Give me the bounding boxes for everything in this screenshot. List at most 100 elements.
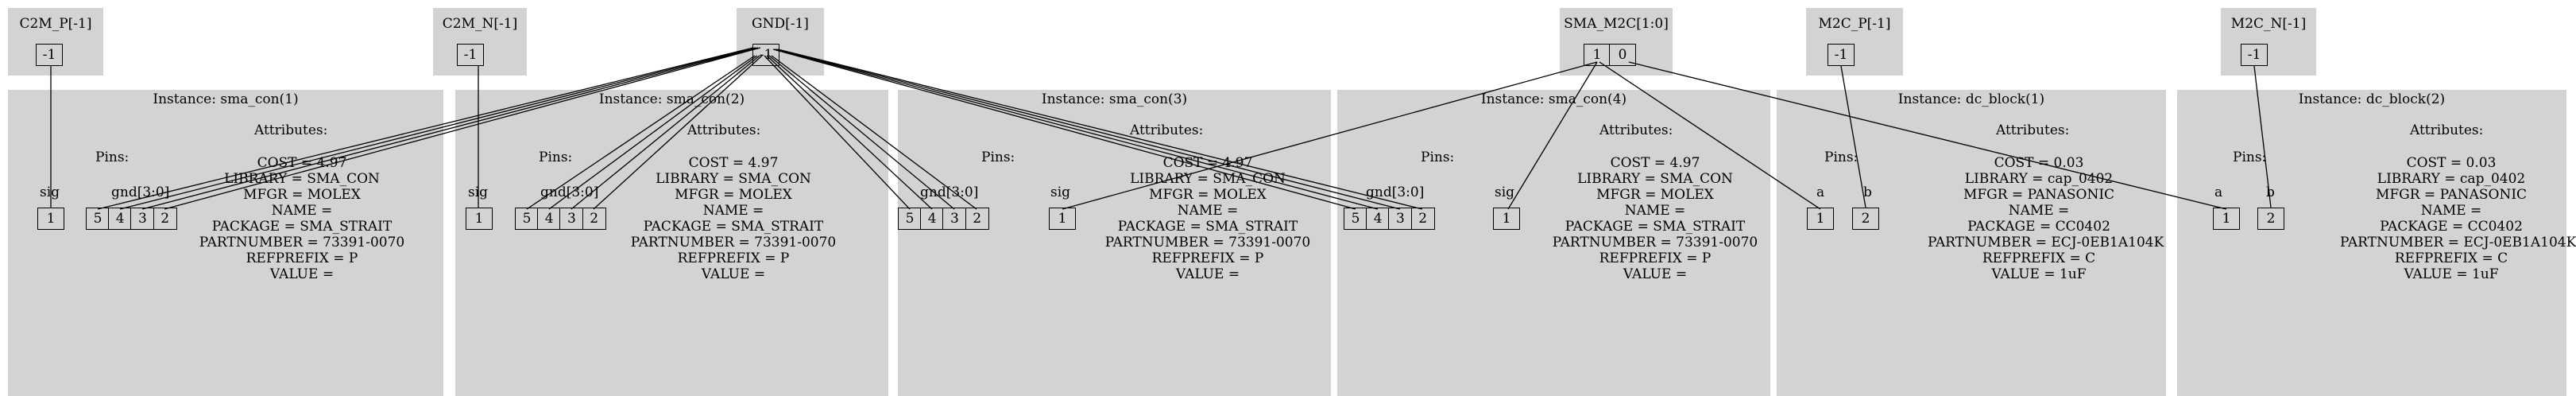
attr-partnumber: PARTNUMBER = 73391-0070 <box>630 235 837 250</box>
attributes-label: Attributes: <box>1996 122 2070 138</box>
net-title: SMA_M2C[1:0] <box>1564 16 1669 32</box>
pin-gnd[interactable]: 5 <box>86 208 110 230</box>
attr-name: NAME = <box>2420 203 2482 219</box>
net-title: C2M_P[-1] <box>19 16 92 32</box>
net-title: GND[-1] <box>752 16 809 32</box>
pin-label-gnd: gnd[3:0] <box>1366 184 1425 200</box>
attr-library: LIBRARY = cap_0402 <box>1964 171 2114 187</box>
attr-package: PACKAGE = SMA_STRAIT <box>1565 219 1746 235</box>
pin-gnd-row: 5 4 3 2 <box>898 208 989 230</box>
pin-a[interactable]: 1 <box>1807 208 1834 230</box>
net-sma-m2c: SMA_M2C[1:0] 1 0 <box>1560 8 1673 76</box>
pins-label: Pins: <box>1824 149 1859 165</box>
pin-sig[interactable]: 1 <box>1049 208 1076 230</box>
pin-label-a: a <box>2214 184 2223 200</box>
pin-a[interactable]: 1 <box>2213 208 2240 230</box>
attribute-list: COST = 0.03 LIBRARY = cap_0402 MFGR = PA… <box>2340 155 2576 282</box>
attr-partnumber: PARTNUMBER = ECJ-0EB1A104K <box>1928 235 2164 250</box>
instance-title: Instance: dc_block(1) <box>1897 91 2045 107</box>
pin-gnd[interactable]: 3 <box>942 208 967 230</box>
net-pin[interactable]: -1 <box>1828 44 1855 66</box>
attr-value: VALUE = <box>1175 266 1240 282</box>
attr-package: PACKAGE = SMA_STRAIT <box>643 219 824 235</box>
attr-name: NAME = <box>1177 203 1239 219</box>
attr-refprefix: REFPREFIX = P <box>677 250 790 266</box>
attr-value: VALUE = <box>701 266 766 282</box>
pin-label-b: b <box>2266 184 2275 200</box>
attr-mfgr: MFGR = PANASONIC <box>1963 187 2115 203</box>
pin-sig[interactable]: 1 <box>1493 208 1520 230</box>
attr-cost: COST = 4.97 <box>257 155 347 171</box>
attr-cost: COST = 4.97 <box>1610 155 1700 171</box>
attribute-list: COST = 4.97 LIBRARY = SMA_CON MFGR = MOL… <box>1104 155 1311 282</box>
pin-label-b: b <box>1863 184 1872 200</box>
attr-library: LIBRARY = SMA_CON <box>656 171 811 187</box>
pin-label-gnd: gnd[3:0] <box>111 184 170 200</box>
pins-label: Pins: <box>95 149 130 165</box>
instance-sma-con-1: Instance: sma_con(1) Attributes: Pins: s… <box>8 90 443 396</box>
pin-b[interactable]: 2 <box>2257 208 2284 230</box>
attr-mfgr: MFGR = MOLEX <box>1596 187 1714 203</box>
pin-sig[interactable]: 1 <box>37 208 64 230</box>
net-pin[interactable]: 1 <box>1584 44 1611 66</box>
pins-label: Pins: <box>981 149 1015 165</box>
pin-label-sig: sig <box>1050 184 1071 200</box>
pins-label: Pins: <box>1421 149 1455 165</box>
pin-sig[interactable]: 1 <box>466 208 493 230</box>
attr-mfgr: MFGR = MOLEX <box>1149 187 1267 203</box>
attributes-label: Attributes: <box>254 122 328 138</box>
pin-b[interactable]: 2 <box>1852 208 1879 230</box>
attr-value: VALUE = 1uF <box>1991 266 2087 282</box>
instance-dc-block-2: Instance: dc_block(2) Attributes: Pins: … <box>2177 90 2576 396</box>
attribute-list: COST = 4.97 LIBRARY = SMA_CON MFGR = MOL… <box>630 155 837 282</box>
pin-label-sig: sig <box>40 184 60 200</box>
net-pin[interactable]: -1 <box>752 44 779 66</box>
attribute-list: COST = 0.03 LIBRARY = cap_0402 MFGR = PA… <box>1928 155 2164 282</box>
pin-gnd[interactable]: 2 <box>965 208 989 230</box>
attr-library: LIBRARY = cap_0402 <box>2377 171 2526 187</box>
pin-gnd[interactable]: 5 <box>1344 208 1367 230</box>
attributes-label: Attributes: <box>2410 122 2484 138</box>
net-pin[interactable]: -1 <box>457 44 484 66</box>
pin-gnd[interactable]: 2 <box>1410 208 1435 230</box>
attr-name: NAME = <box>2008 203 2070 219</box>
attr-name: NAME = <box>702 203 764 219</box>
pin-gnd[interactable]: 4 <box>537 208 562 230</box>
pin-gnd[interactable]: 4 <box>108 208 133 230</box>
pin-gnd[interactable]: 4 <box>1366 208 1390 230</box>
attr-cost: COST = 4.97 <box>1162 155 1253 171</box>
attr-package: PACKAGE = SMA_STRAIT <box>1117 219 1298 235</box>
attr-library: LIBRARY = SMA_CON <box>224 171 380 187</box>
pin-gnd[interactable]: 3 <box>559 208 584 230</box>
instance-title: Instance: sma_con(2) <box>598 91 745 107</box>
pin-gnd[interactable]: 3 <box>130 208 155 230</box>
pin-gnd[interactable]: 3 <box>1388 208 1413 230</box>
pin-gnd[interactable]: 4 <box>920 208 945 230</box>
net-c2m-n: C2M_N[-1] -1 <box>433 8 527 76</box>
pin-label-gnd: gnd[3:0] <box>540 184 599 200</box>
attr-refprefix: REFPREFIX = C <box>1982 250 2096 266</box>
attr-refprefix: REFPREFIX = P <box>1151 250 1264 266</box>
pin-gnd[interactable]: 5 <box>515 208 539 230</box>
net-title: M2C_N[-1] <box>2230 16 2307 32</box>
instance-sma-con-4: Instance: sma_con(4) Attributes: Pins: s… <box>1337 90 1770 396</box>
instance-sma-con-2: Instance: sma_con(2) Attributes: Pins: s… <box>455 90 888 396</box>
pins-label: Pins: <box>2233 149 2267 165</box>
pin-gnd[interactable]: 2 <box>582 208 606 230</box>
attr-package: PACKAGE = CC0402 <box>2380 219 2523 235</box>
pin-gnd[interactable]: 5 <box>898 208 922 230</box>
attr-cost: COST = 4.97 <box>688 155 779 171</box>
net-m2c-n: M2C_N[-1] -1 <box>2221 8 2316 76</box>
pin-gnd-row: 5 4 3 2 <box>86 208 177 230</box>
attr-mfgr: MFGR = MOLEX <box>243 187 361 203</box>
pin-label-sig: sig <box>468 184 489 200</box>
net-pin[interactable]: -1 <box>36 44 63 66</box>
attr-cost: COST = 0.03 <box>1994 155 2084 171</box>
attr-value: VALUE = <box>269 266 335 282</box>
attr-name: NAME = <box>1624 203 1686 219</box>
net-title: M2C_P[-1] <box>1818 16 1891 32</box>
pin-gnd[interactable]: 2 <box>153 208 177 230</box>
net-pin[interactable]: 0 <box>1609 44 1636 66</box>
net-pin[interactable]: -1 <box>2241 44 2268 66</box>
attr-partnumber: PARTNUMBER = 73391-0070 <box>1104 235 1311 250</box>
